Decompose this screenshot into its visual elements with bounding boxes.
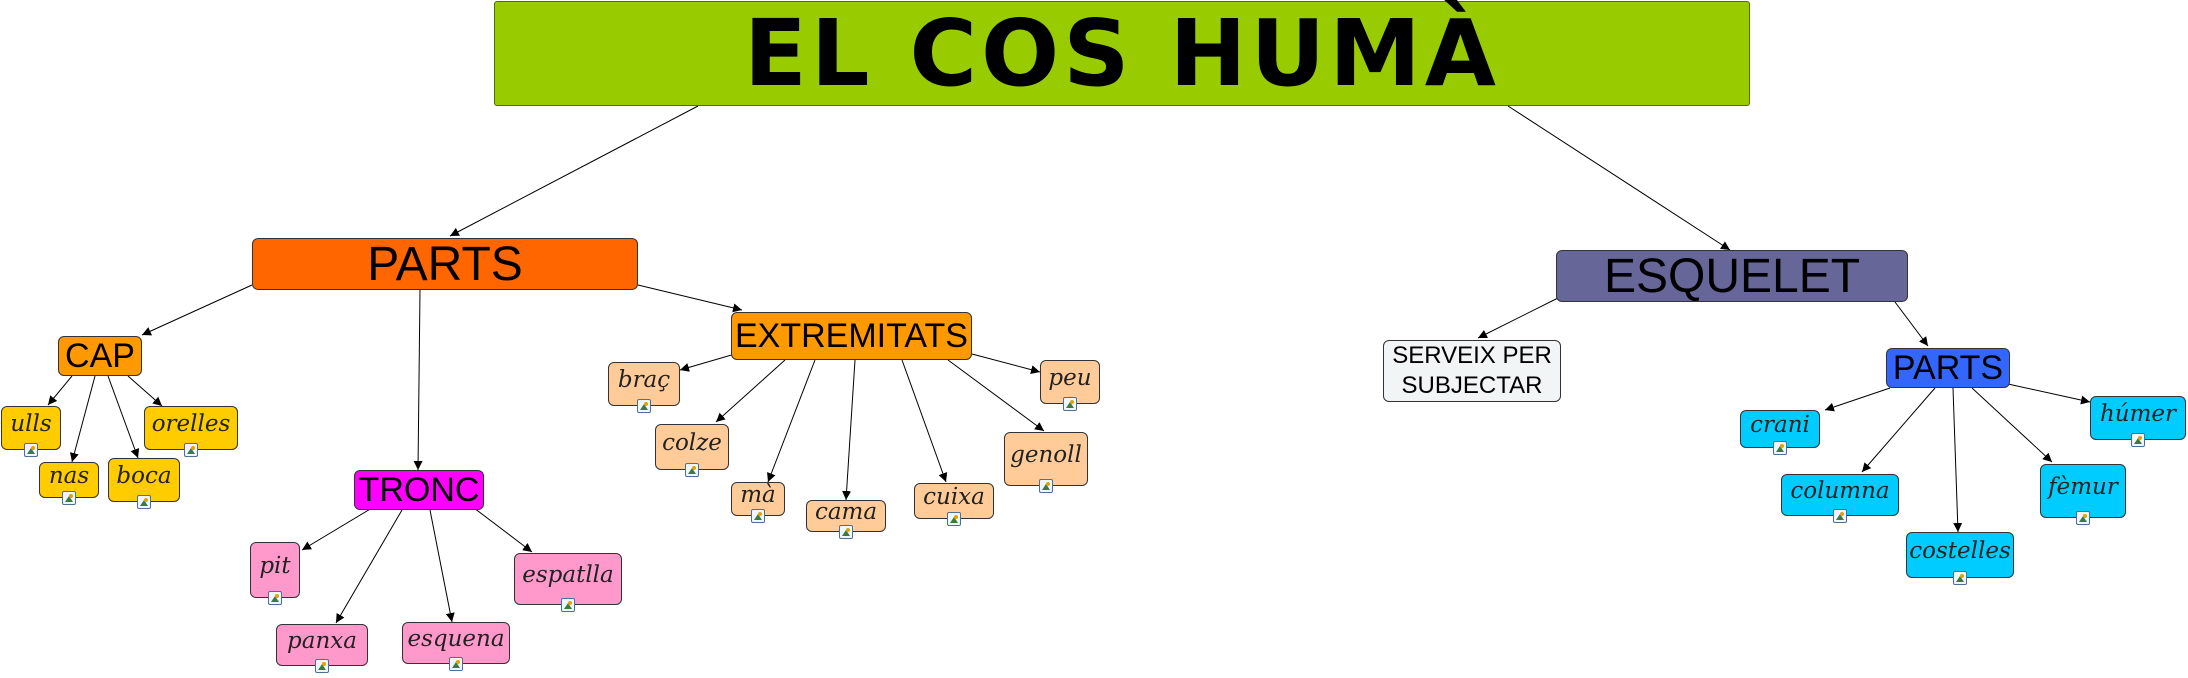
connector-cap-nas: [69, 375, 96, 463]
leaf-cama[interactable]: cama: [806, 499, 886, 539]
connector-parts-crani: [1824, 387, 1891, 412]
tronc-node[interactable]: TRONC: [354, 470, 484, 510]
leaf-cuixa[interactable]: cuixa: [914, 483, 994, 526]
connector-esquelet-parts: [1894, 301, 1929, 347]
leaf-label: nas: [48, 463, 90, 489]
serveix-line-1: SERVEIX PER: [1392, 342, 1552, 369]
leaf-boca[interactable]: boca: [108, 458, 180, 509]
leaf-esquena[interactable]: esquena: [402, 622, 510, 671]
image-attachment-icon[interactable]: [268, 591, 282, 605]
connector-parts-extremitats: [637, 284, 743, 313]
leaf-label: orelles: [151, 411, 231, 437]
leaf-columna[interactable]: columna: [1781, 474, 1899, 523]
leaf-crani[interactable]: crani: [1740, 410, 1820, 455]
image-attachment-icon[interactable]: [184, 443, 198, 457]
connector-extremitats-cuixa: [901, 359, 948, 483]
esquelet-node[interactable]: ESQUELET: [1556, 250, 1908, 303]
leaf-label: ulls: [10, 411, 52, 437]
image-attachment-icon[interactable]: [315, 659, 329, 673]
image-attachment-icon[interactable]: [1953, 571, 1967, 585]
leaf-label: cama: [814, 499, 878, 525]
parts-node[interactable]: PARTS: [252, 238, 638, 291]
image-attachment-icon[interactable]: [137, 495, 151, 509]
connector-cap-orelles: [127, 375, 163, 407]
image-attachment-icon[interactable]: [839, 525, 853, 539]
image-attachment-icon[interactable]: [637, 399, 651, 413]
connector-extremitats-cama: [842, 359, 856, 501]
leaf-label: mà: [740, 482, 776, 508]
leaf-label: columna: [1790, 478, 1890, 504]
connector-extremitats-ma: [767, 359, 816, 483]
connector-parts-femur: [1971, 387, 2053, 463]
leaf-label: costelles: [1909, 538, 2011, 564]
leaf-label: cuixa: [923, 484, 985, 510]
image-attachment-icon[interactable]: [561, 598, 575, 612]
leaf-nas[interactable]: nas: [39, 462, 99, 505]
connector-title-parts: [449, 105, 699, 237]
leaf-brac[interactable]: braç: [608, 362, 680, 413]
image-attachment-icon[interactable]: [1773, 441, 1787, 455]
extremitats-node[interactable]: EXTREMITATS: [731, 312, 972, 360]
cap-node[interactable]: CAP: [58, 336, 142, 376]
leaf-ma[interactable]: mà: [731, 482, 785, 523]
leaf-ulls[interactable]: ulls: [1, 406, 61, 457]
connector-parts-humer: [2007, 383, 2091, 405]
leaf-label: espatlla: [522, 562, 614, 588]
serveix-line-2: SUBJECTAR: [1401, 372, 1543, 399]
connector-cap-ulls: [47, 375, 73, 406]
leaf-label: pit: [259, 553, 291, 579]
connector-tronc-espatlla: [473, 507, 533, 553]
image-attachment-icon[interactable]: [24, 443, 38, 457]
image-attachment-icon[interactable]: [1039, 479, 1053, 493]
connector-title-esquelet: [1507, 105, 1731, 251]
leaf-label: peu: [1048, 365, 1092, 391]
image-attachment-icon[interactable]: [449, 657, 463, 671]
image-attachment-icon[interactable]: [2076, 511, 2090, 525]
leaf-label: braç: [617, 367, 671, 393]
map-title: EL COS HUMÀ: [494, 0, 1750, 107]
connector-tronc-pit: [301, 507, 373, 551]
connector-extremitats-colze: [715, 359, 786, 423]
connector-extremitats-brac: [679, 353, 736, 372]
connector-parts-costelles: [1952, 387, 1963, 533]
leaf-label: crani: [1750, 412, 1810, 438]
connector-parts-tronc: [413, 289, 423, 471]
connector-parts-columna: [1861, 387, 1936, 473]
leaf-genoll[interactable]: genoll: [1004, 432, 1088, 493]
image-attachment-icon[interactable]: [62, 491, 76, 505]
leaf-label: fèmur: [2048, 474, 2118, 500]
esquelet-parts-node[interactable]: PARTS: [1886, 348, 2010, 388]
connector-extremitats-peu: [971, 353, 1041, 375]
connector-tronc-panxa: [335, 509, 403, 624]
leaf-panxa[interactable]: panxa: [276, 624, 368, 673]
connector-extremitats-genoll: [947, 359, 1045, 432]
image-attachment-icon[interactable]: [751, 509, 765, 523]
leaf-costelles[interactable]: costelles: [1906, 532, 2014, 585]
image-attachment-icon[interactable]: [1833, 509, 1847, 523]
leaf-peu[interactable]: peu: [1040, 360, 1100, 411]
leaf-colze[interactable]: colze: [655, 424, 729, 477]
leaf-label: panxa: [287, 628, 357, 654]
leaf-humer[interactable]: húmer: [2090, 396, 2186, 447]
leaf-femur[interactable]: fèmur: [2040, 464, 2126, 525]
leaf-espatlla[interactable]: espatlla: [514, 553, 622, 612]
image-attachment-icon[interactable]: [947, 512, 961, 526]
leaf-label: húmer: [2099, 401, 2177, 427]
leaf-orelles[interactable]: orelles: [144, 406, 238, 457]
image-attachment-icon[interactable]: [1063, 397, 1077, 411]
leaf-label: colze: [662, 430, 722, 456]
image-attachment-icon[interactable]: [685, 463, 699, 477]
leaf-label: esquena: [407, 626, 505, 652]
connector-tronc-esquena: [429, 509, 455, 623]
connector-cap-boca: [107, 375, 140, 459]
leaf-label: boca: [116, 463, 172, 489]
connector-parts-cap: [141, 284, 253, 336]
leaf-label: genoll: [1010, 442, 1082, 468]
serveix-node[interactable]: SERVEIX PER SUBJECTAR: [1383, 340, 1561, 402]
connector-esquelet-serveix: [1477, 297, 1559, 339]
image-attachment-icon[interactable]: [2131, 433, 2145, 447]
leaf-pit[interactable]: pit: [250, 542, 300, 605]
